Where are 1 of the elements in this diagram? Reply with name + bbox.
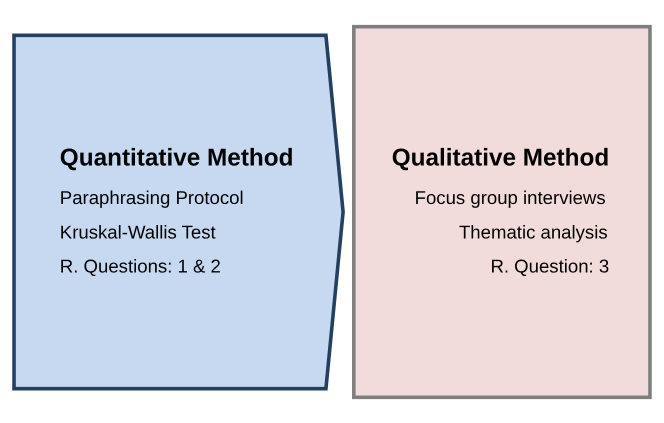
node-box: Qualitative Method Focus group interviews Thematic analysis R. Question: 3 — [352, 24, 652, 399]
